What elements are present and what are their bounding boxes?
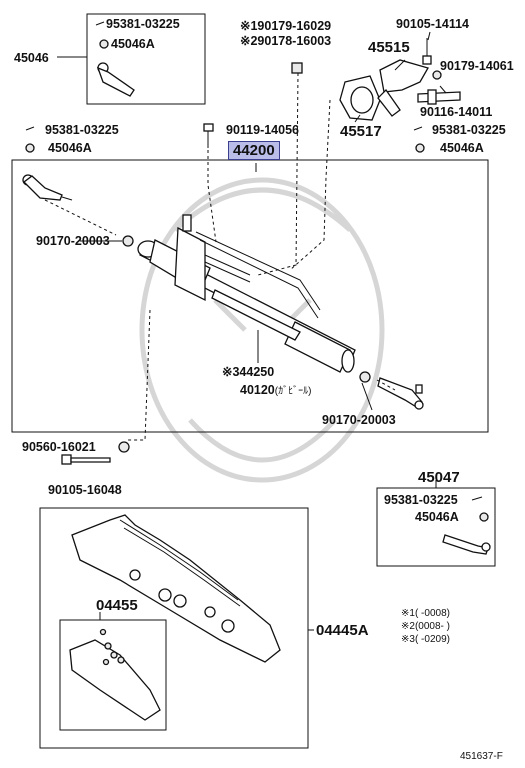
nut-190179-icon [291, 62, 303, 74]
label-44200[interactable]: 44200 [228, 141, 280, 160]
label-45047[interactable]: 45047 [418, 469, 460, 486]
label-290178-16003[interactable]: ※290178-16003 [240, 34, 332, 48]
label-04445A[interactable]: 04445A [316, 622, 369, 639]
nut-icon [99, 39, 109, 49]
label-40120[interactable]: 40120(ｶﾞﾋﾞｰﾙ) [240, 384, 311, 397]
inset-box-45046 [86, 13, 206, 105]
rack-cross-section-icon [71, 514, 281, 663]
label-190179-16029[interactable]: ※190179-16029 [240, 19, 332, 33]
bushing-45517-icon [339, 75, 381, 121]
left-nut-90170-icon [122, 235, 134, 247]
label-45046A-right[interactable]: 45046A [440, 141, 484, 155]
right-tie-rod-end-icon [377, 377, 424, 410]
label-90179-14061[interactable]: 90179-14061 [440, 59, 514, 73]
label-90105-14114[interactable]: 90105-14114 [396, 17, 469, 31]
label-45046A-inset[interactable]: 45046A [111, 37, 155, 51]
kit-box-04445A [39, 507, 309, 749]
figure-id: 451637-F [460, 751, 503, 762]
label-44250[interactable]: ※344250 [222, 365, 275, 379]
label-04455[interactable]: 04455 [96, 597, 138, 614]
label-40120-number: 40120 [240, 383, 275, 397]
label-90170-20003-left[interactable]: 90170-20003 [36, 234, 110, 248]
label-95381-03225-left[interactable]: 95381-03225 [45, 123, 119, 137]
washer-90179-icon [432, 70, 442, 80]
nut-90560-icon [118, 441, 130, 453]
label-90116-14011[interactable]: 90116-14011 [420, 105, 493, 119]
label-40120-note: (ｶﾞﾋﾞｰﾙ) [274, 386, 312, 397]
nut-45046A-icon [479, 512, 489, 522]
watermark-emblem [139, 177, 385, 483]
label-95381-03225-right[interactable]: 95381-03225 [432, 123, 506, 137]
label-45046A-left[interactable]: 45046A [48, 141, 92, 155]
label-45517[interactable]: 45517 [340, 123, 382, 140]
right-nut-90170-icon [359, 371, 371, 383]
label-45046[interactable]: 45046 [14, 51, 49, 65]
left-tie-rod-end-icon [22, 174, 73, 201]
note-2: ※2(0008- ) [401, 621, 450, 632]
label-90560-16021[interactable]: 90560-16021 [22, 440, 96, 454]
label-95381-03225-inset2[interactable]: 95381-03225 [384, 493, 458, 507]
main-assembly-box [11, 159, 489, 433]
tie-rod-end-45047-icon [442, 534, 491, 555]
left-nut-icon [25, 143, 35, 153]
tie-rod-end-icon [96, 62, 135, 97]
label-90170-20003-right[interactable]: 90170-20003 [322, 413, 396, 427]
sub-box-04455 [59, 619, 167, 731]
bracket-45515-icon [377, 59, 429, 117]
stud-90116-icon [417, 89, 461, 105]
seal-kit-icon [69, 628, 161, 721]
label-45046A-inset2[interactable]: 45046A [415, 510, 459, 524]
bolt-90105-16048-icon [61, 454, 111, 465]
label-90119-14056[interactable]: 90119-14056 [226, 123, 299, 137]
label-90105-16048[interactable]: 90105-16048 [48, 483, 122, 497]
bolt-90119-icon [203, 123, 214, 148]
label-45515[interactable]: 45515 [368, 39, 410, 56]
steering-rack-icon [137, 214, 356, 373]
note-1: ※1( -0008) [401, 608, 450, 619]
label-95381-03225-inset[interactable]: 95381-03225 [106, 17, 180, 31]
right-nut-icon [415, 143, 425, 153]
note-3: ※3( -0209) [401, 634, 450, 645]
bolt-90105-14114-icon [422, 38, 432, 65]
